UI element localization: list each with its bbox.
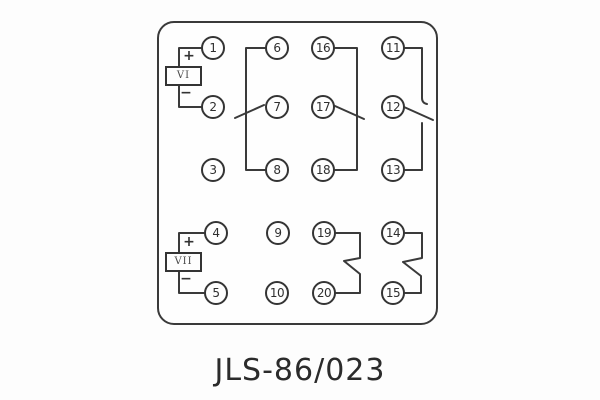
terminal-12: 12 xyxy=(381,95,405,119)
terminal-18: 18 xyxy=(311,158,335,182)
component-box-vi: VI xyxy=(165,66,202,86)
terminal-10: 10 xyxy=(265,281,289,305)
wire-terminal6-terminal8 xyxy=(245,47,266,171)
terminal-11: 11 xyxy=(381,36,405,60)
model-caption: JLS-86/023 xyxy=(214,353,386,388)
minus-sign-vi: − xyxy=(180,85,192,101)
minus-sign-vii: − xyxy=(180,271,192,287)
terminal-14: 14 xyxy=(381,221,405,245)
terminal-4: 4 xyxy=(204,221,228,245)
terminal-13: 13 xyxy=(381,158,405,182)
terminal-5: 5 xyxy=(204,281,228,305)
wire-terminal16-terminal18 xyxy=(334,47,358,171)
contact-blade-terminal12 xyxy=(403,106,434,121)
terminal-16: 16 xyxy=(311,36,335,60)
terminal-6: 6 xyxy=(265,36,289,60)
terminal-1: 1 xyxy=(201,36,225,60)
contact-blade-terminal7 xyxy=(234,104,265,119)
plus-sign-vi: + xyxy=(183,48,195,64)
plus-sign-vii: + xyxy=(183,234,195,250)
component-box-vii: VII xyxy=(165,252,202,272)
contact-terminal14-terminal15 xyxy=(402,232,423,294)
terminal-9: 9 xyxy=(266,221,290,245)
terminal-7: 7 xyxy=(265,95,289,119)
terminal-17: 17 xyxy=(311,95,335,119)
terminal-8: 8 xyxy=(265,158,289,182)
terminal-15: 15 xyxy=(381,281,405,305)
terminal-2: 2 xyxy=(201,95,225,119)
contact-terminal19-terminal20 xyxy=(335,232,361,294)
contact-blade-terminal17 xyxy=(334,105,365,120)
terminal-20: 20 xyxy=(312,281,336,305)
wire-terminal11-fixed-contact xyxy=(404,47,428,105)
terminal-19: 19 xyxy=(312,221,336,245)
wire-terminal13-fixed-contact xyxy=(404,122,423,171)
terminal-3: 3 xyxy=(201,158,225,182)
